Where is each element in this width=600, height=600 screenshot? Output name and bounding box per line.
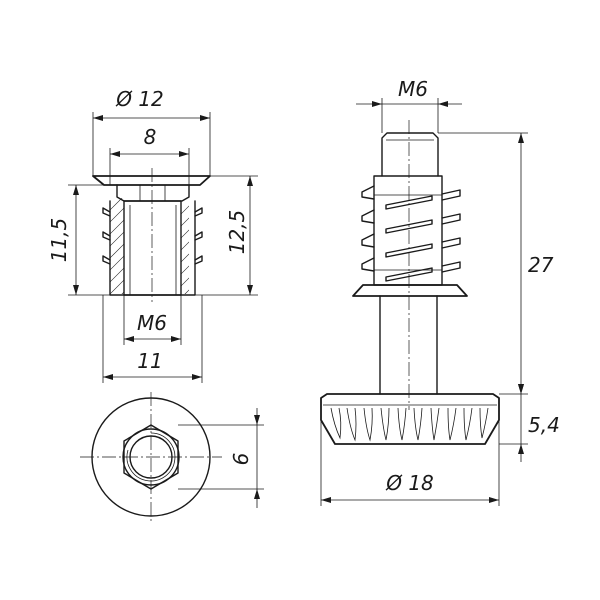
- dim-insert-outer-diameter: Ø 12: [115, 87, 164, 111]
- insert-bore: [123, 200, 182, 296]
- dim-bolt-length: 27: [528, 253, 554, 277]
- bolt-shank: [379, 295, 438, 395]
- insert-fins-left: [102, 207, 111, 265]
- insert-fins-right: [194, 207, 203, 265]
- bolt-foot: [320, 393, 500, 445]
- bolt-insert-flange: [352, 284, 468, 297]
- end-view-dimensions: 6: [178, 408, 264, 508]
- dim-insert-width-top: 8: [144, 125, 157, 149]
- dim-insert-height-right: 12,5: [225, 210, 249, 255]
- dim-end-view-size: 6: [229, 453, 253, 466]
- dim-insert-body-width: 11: [137, 349, 162, 373]
- dim-insert-height-left: 11,5: [47, 218, 71, 263]
- bolt-foot-ribs: [330, 407, 489, 442]
- dim-foot-height: 5,4: [528, 413, 560, 437]
- insert-flange: [92, 175, 211, 186]
- bolt-tip: [381, 132, 439, 177]
- insert-dimensions: Ø 12 8 11,5 12,5 M6 11: [47, 87, 258, 383]
- insert-section-view: [92, 168, 211, 302]
- dim-foot-diameter: Ø 18: [385, 471, 434, 495]
- bolt-spiral-fins: [361, 185, 461, 282]
- dim-bolt-thread: M6: [398, 77, 428, 101]
- leveling-bolt-view: [320, 120, 500, 445]
- insert-hatching-left: [110, 198, 124, 294]
- bolt-dimensions: M6 27 5,4 Ø 18: [320, 77, 560, 506]
- insert-hex-collar: [116, 184, 190, 202]
- insert-end-view: [80, 392, 222, 524]
- dim-insert-thread: M6: [137, 311, 167, 335]
